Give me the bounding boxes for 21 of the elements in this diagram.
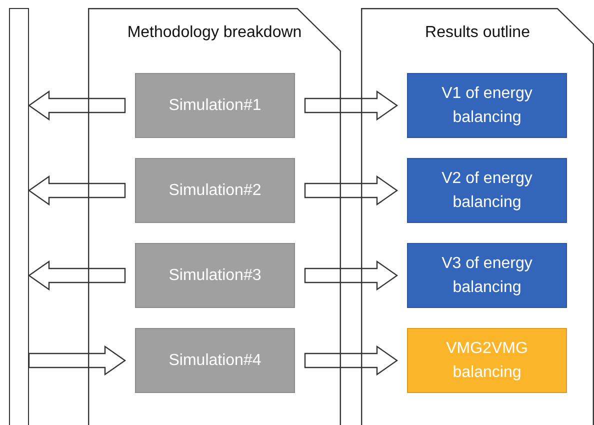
panel-title: Results outline: [425, 24, 530, 42]
simulation-box: Simulation#3: [135, 243, 295, 308]
panel: [361, 8, 594, 425]
simulation-box: Simulation#4: [135, 328, 295, 393]
block-arrow: [304, 175, 398, 206]
vertical-bar: [9, 8, 29, 425]
block-arrow: [28, 345, 126, 376]
result-box: V1 of energy balancing: [407, 73, 567, 138]
result-box: V3 of energy balancing: [407, 243, 567, 308]
result-box: V2 of energy balancing: [407, 158, 567, 223]
block-arrow: [28, 175, 126, 206]
block-arrow: [28, 260, 126, 291]
block-arrow: [28, 90, 126, 121]
panel-title: Methodology breakdown: [127, 24, 302, 42]
block-arrow: [304, 260, 398, 291]
panel: [88, 8, 341, 425]
result-box: VMG2VMG balancing: [407, 328, 567, 393]
block-arrow: [304, 90, 398, 121]
simulation-box: Simulation#2: [135, 158, 295, 223]
block-arrow: [304, 345, 398, 376]
simulation-box: Simulation#1: [135, 73, 295, 138]
